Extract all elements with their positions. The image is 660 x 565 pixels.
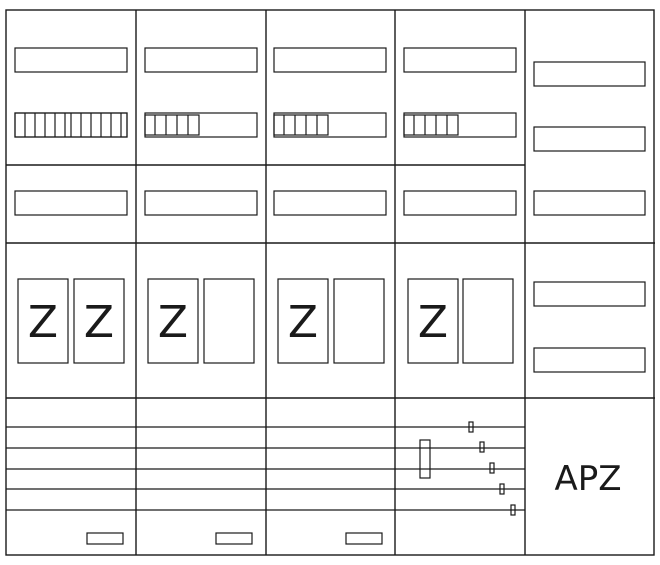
meter-symbol-3: Z (158, 297, 188, 348)
meter-slots (17, 278, 514, 364)
busbar-terminals (419, 421, 516, 516)
board-frame (5, 9, 655, 556)
meter-symbol-4: Z (288, 297, 318, 348)
apz-label: APZ (554, 459, 621, 499)
middle-label-fields (14, 190, 517, 216)
top-label-fields (14, 47, 517, 73)
bottom-small-fields (86, 532, 383, 545)
meter-symbol-1: Z (28, 297, 58, 348)
breaker-block-3 (273, 114, 329, 136)
meter-symbol-2: Z (84, 297, 114, 348)
meter-symbol-5: Z (418, 297, 448, 348)
breaker-block-1 (14, 112, 128, 138)
meter-symbols: Z Z Z Z Z (28, 297, 448, 348)
breaker-block-4 (403, 114, 459, 136)
busbar-lines (6, 426, 525, 511)
section-dividers (6, 164, 655, 399)
column-dividers (135, 10, 526, 555)
breaker-block-2 (144, 114, 200, 136)
right-column-fields (533, 61, 646, 373)
